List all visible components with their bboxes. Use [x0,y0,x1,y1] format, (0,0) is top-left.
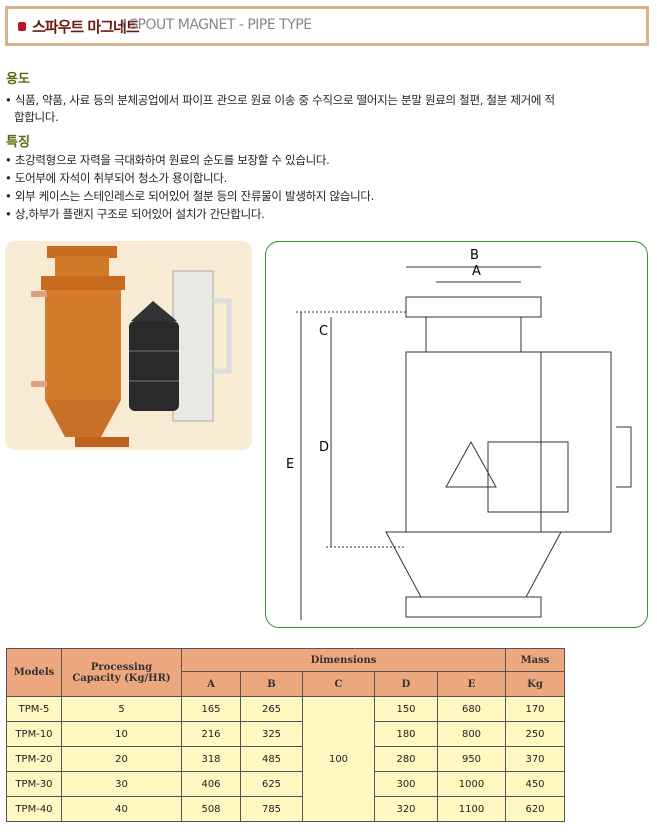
header-d: D [374,671,438,697]
cell-a: 165 [181,696,241,722]
cell-e: 800 [437,721,506,747]
bullet-icon [18,22,26,31]
usage-heading: 용도 [6,72,30,87]
cell-mass: 620 [505,796,565,822]
page-title-box: 스파우트 마그네트 / SPOUT MAGNET - PIPE TYPE [5,6,649,46]
feature-item: • 외부 케이스는 스테인레스로 되어있어 철분 등의 잔류물이 발생하지 않습… [5,189,374,203]
feature-item: • 상,하부가 플랜지 구조로 되어있어 설치가 간단합니다. [5,207,265,221]
header-dimensions: Dimensions [181,648,506,672]
page-title-korean: 스파우트 마그네트 [32,18,140,36]
cell-mass: 170 [505,696,565,722]
dimension-label-a: A [472,264,481,279]
cell-capacity: 40 [61,796,182,822]
cell-mass: 370 [505,746,565,772]
dimension-label-d: D [319,440,330,455]
dimension-label-c: C [319,324,329,339]
cell-b: 785 [240,796,303,822]
usage-line-2: 합합니다. [14,110,59,124]
cell-e: 1100 [437,796,506,822]
dimension-drawing: B A C D E [265,241,648,628]
cell-d: 280 [374,746,438,772]
feature-item: • 도어부에 자석이 취부되어 청소가 용이합니다. [5,171,227,185]
features-heading: 특징 [6,135,30,150]
cell-b: 485 [240,746,303,772]
cell-mass: 450 [505,771,565,797]
header-mass: Mass [505,648,565,672]
cell-model: TPM-10 [6,721,62,747]
cell-model: TPM-30 [6,771,62,797]
page-title-english: / SPOUT MAGNET - PIPE TYPE [121,17,312,33]
cell-b: 265 [240,696,303,722]
cell-c: 100 [302,696,375,822]
dimension-label-b: B [470,248,479,263]
cell-e: 1000 [437,771,506,797]
header-c: C [302,671,375,697]
header-a: A [181,671,241,697]
dimension-label-e: E [286,457,295,472]
cell-d: 320 [374,796,438,822]
cell-capacity: 10 [61,721,182,747]
cell-capacity: 20 [61,746,182,772]
cell-a: 508 [181,796,241,822]
header-models: Models [6,648,62,697]
header-e: E [437,671,506,697]
cell-model: TPM-20 [6,746,62,772]
cell-a: 318 [181,746,241,772]
cell-e: 950 [437,746,506,772]
product-photo [5,241,252,450]
feature-item: • 초강력형으로 자력을 극대화하여 원료의 순도를 보장할 수 있습니다. [5,153,330,167]
cell-e: 680 [437,696,506,722]
cell-mass: 250 [505,721,565,747]
cell-b: 325 [240,721,303,747]
cell-capacity: 30 [61,771,182,797]
usage-line-1: • 식품, 약품, 사료 등의 분체공업에서 파이프 관으로 원료 이송 중 수… [5,93,555,107]
cell-capacity: 5 [61,696,182,722]
cell-a: 216 [181,721,241,747]
cell-d: 150 [374,696,438,722]
header-mass-unit: Kg [505,671,565,697]
cell-d: 180 [374,721,438,747]
cell-model: TPM-40 [6,796,62,822]
cell-b: 625 [240,771,303,797]
cell-a: 406 [181,771,241,797]
header-b: B [240,671,303,697]
cell-d: 300 [374,771,438,797]
cell-model: TPM-5 [6,696,62,722]
